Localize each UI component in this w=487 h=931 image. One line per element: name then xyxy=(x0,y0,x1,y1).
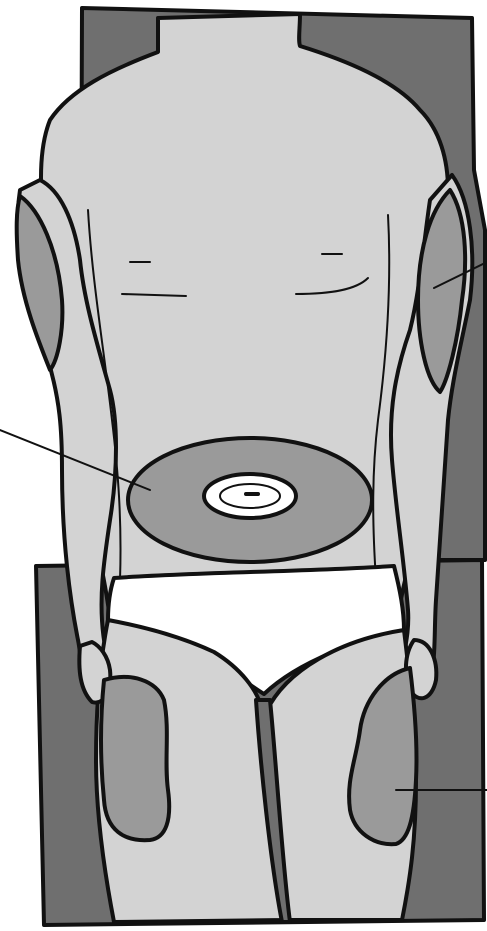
injection-site-thigh-right-of-body xyxy=(101,677,169,840)
